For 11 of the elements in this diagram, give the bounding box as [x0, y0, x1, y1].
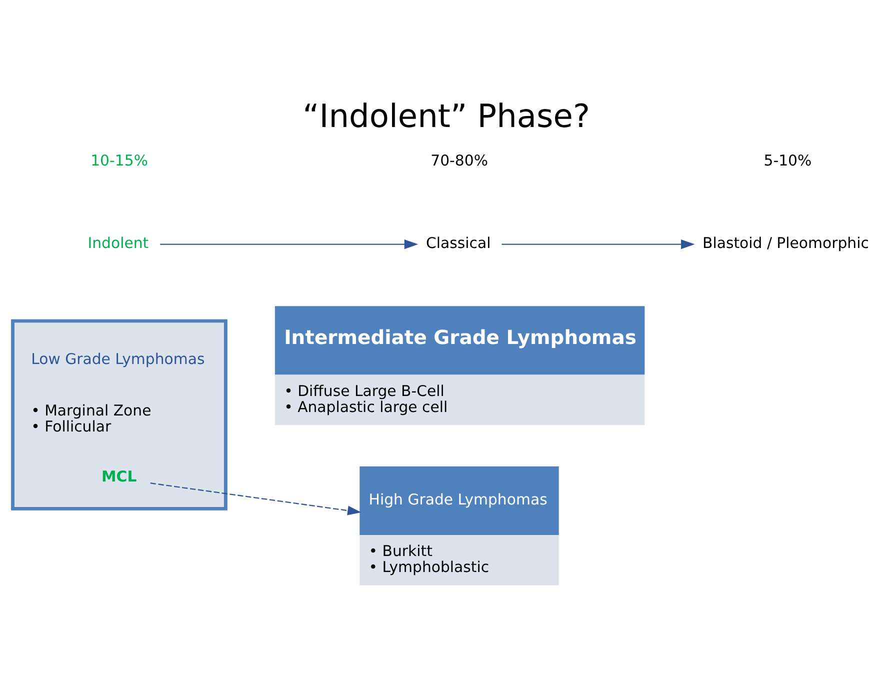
label: 10-15%: [90, 151, 148, 170]
arrow: [150, 482, 362, 515]
arrow: [502, 238, 695, 249]
label: 70-80%: [430, 151, 488, 170]
node-text: Blastoid / Pleomorphic: [702, 234, 869, 252]
diagram-title: “Indolent” Phase?: [302, 96, 590, 134]
arrow: [160, 238, 418, 249]
node-text: Classical: [426, 234, 491, 252]
label: 5-10%: [764, 151, 812, 170]
node-text: Indolent: [88, 234, 149, 252]
node-text: MCL: [101, 467, 137, 486]
